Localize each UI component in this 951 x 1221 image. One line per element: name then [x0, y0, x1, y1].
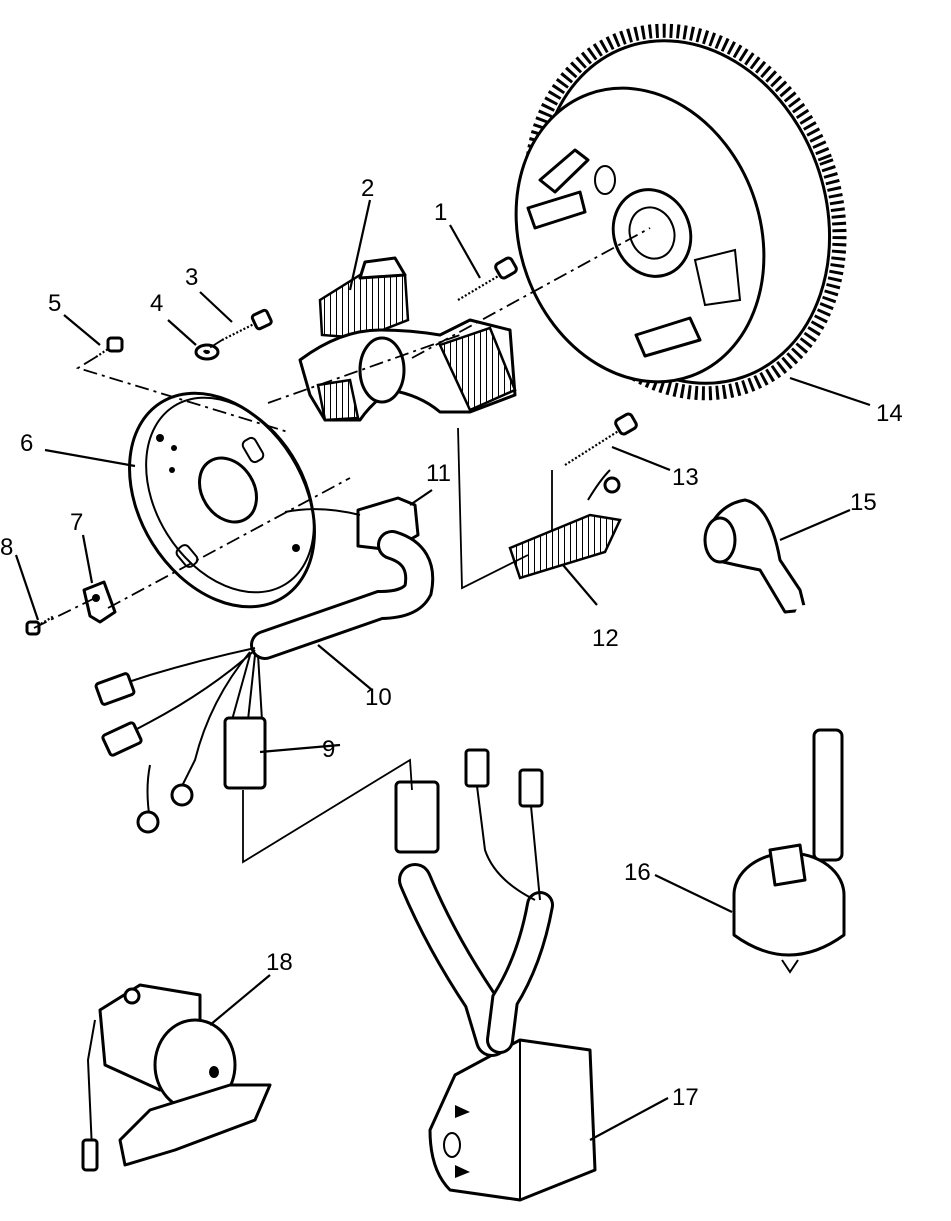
- starter-solenoid-part: [81, 983, 272, 1172]
- ignition-coil-part: [732, 605, 846, 974]
- stator-bolt-part: [457, 256, 518, 301]
- callout-3: 3: [185, 264, 198, 291]
- spark-plug-cap-part: [703, 498, 807, 614]
- callout-17: 17: [672, 1084, 699, 1111]
- flywheel-part: [514, 23, 847, 401]
- callout-15: 15: [850, 489, 877, 516]
- callout-16: 16: [624, 859, 651, 886]
- callout-12: 12: [592, 625, 619, 652]
- washer-part: [194, 343, 220, 361]
- callout-2: 2: [361, 175, 374, 202]
- callout-1: 1: [434, 199, 447, 226]
- callout-4: 4: [150, 290, 163, 317]
- connector-part: [223, 716, 267, 790]
- small-screw-part: [221, 308, 273, 341]
- stator-coil-part: [298, 256, 517, 422]
- callout-7: 7: [70, 509, 83, 536]
- callout-14: 14: [876, 400, 903, 427]
- callout-10: 10: [365, 684, 392, 711]
- callout-13: 13: [672, 464, 699, 491]
- callout-leaders: [14, 199, 871, 1141]
- wire-harness-part: [94, 530, 435, 834]
- clamp-screw-part: [25, 615, 55, 636]
- callout-11: 11: [426, 460, 451, 487]
- callout-6: 6: [20, 430, 33, 457]
- regulator-part: [508, 469, 622, 580]
- plate-screw-part: [95, 336, 124, 358]
- regulator-bolt-part: [564, 412, 638, 466]
- base-plate-part: [128, 391, 316, 609]
- assembly-centerlines: [33, 227, 651, 864]
- callout-8: 8: [0, 534, 13, 561]
- callout-labels: 1 2 3 4 5 6 7 8 9 10 11 12 13 14 15 16 1…: [0, 175, 903, 1111]
- callout-5: 5: [48, 290, 61, 317]
- callout-9: 9: [322, 736, 335, 763]
- wire-clamp-part: [82, 580, 117, 624]
- callout-18: 18: [266, 949, 293, 976]
- cdi-box-part: [394, 748, 597, 1202]
